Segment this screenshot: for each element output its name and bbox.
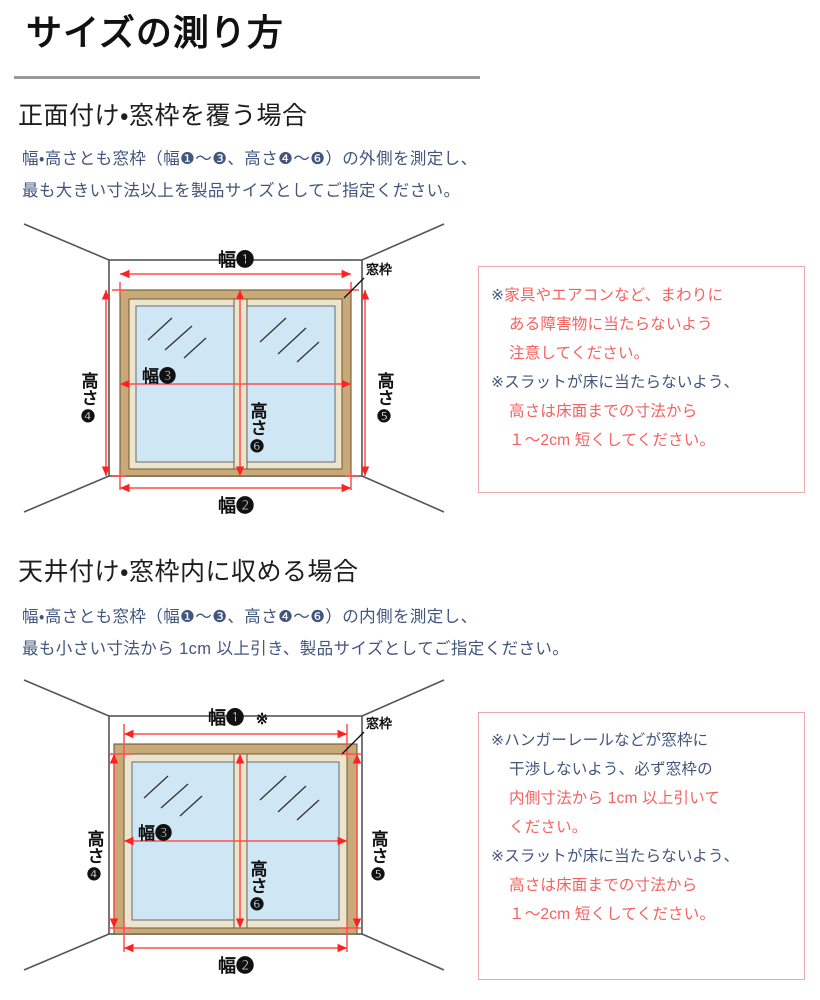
label-height-6-num: ❻ [249, 437, 264, 456]
label-height-6-num: ❻ [249, 895, 264, 914]
note-line: １〜2cm 短くしてください。 [491, 900, 794, 929]
note-line: ください。 [491, 813, 794, 842]
note-text: １〜2cm 短くしてください。 [509, 906, 716, 923]
diagram-inside-mount: 幅❶ ※ 幅❷ 幅❸ 窓枠 高さ ❹ 高さ ❺ 高さ ❻ [14, 678, 474, 1000]
note-line: ※スラットが床に当たらないよう、 [491, 842, 794, 871]
note-line: ※ハンガーレールなどが窓枠に [491, 726, 794, 755]
label-height-4-num: ❹ [80, 407, 95, 426]
note-mark: ※ [491, 374, 505, 391]
note-line: ※スラットが床に当たらないよう、 [491, 368, 794, 397]
frame-leader-line [343, 277, 365, 299]
section-2-heading: 天井付け・窓枠内に収める場合 [18, 558, 359, 586]
label-width-1: 幅❶ [218, 249, 254, 270]
frame-leader-line [341, 731, 365, 755]
note-text: 干渉しないよう、必ず窓枠の [509, 761, 713, 778]
note-line: ある障害物に当たらないよう [491, 310, 794, 339]
dimension-lines [101, 269, 370, 493]
section-1-heading: 正面付け・窓枠を覆う場合 [18, 102, 308, 130]
note-text: 高さは床面までの寸法から [509, 403, 698, 420]
glass-shine [147, 317, 320, 363]
note-line: 高さは床面までの寸法から [491, 397, 794, 426]
note-text: 高さは床面までの寸法から [509, 877, 698, 894]
label-width-1-mark-icon: ※ [256, 711, 269, 728]
section-1-desc-line-2: 最も大きい寸法以上を製品サイズとしてご指定ください。 [22, 182, 461, 200]
note-line: 高さは床面までの寸法から [491, 871, 794, 900]
note-mark: ※ [491, 287, 505, 304]
note-text: 注意してください。 [509, 345, 650, 362]
note-text: スラットが床に当たらないよう、 [504, 848, 740, 865]
note-line: 干渉しないよう、必ず窓枠の [491, 755, 794, 784]
note-line: 内側寸法から 1cm 以上引いて [491, 784, 794, 813]
note-mark: ※ [491, 732, 505, 749]
label-height-4-num: ❹ [86, 865, 101, 884]
note-box-outside-mount: ※家具やエアコンなど、まわりに ある障害物に当たらないよう 注意してください。 … [478, 266, 805, 493]
label-height-4: 高さ [85, 829, 105, 864]
section-1-desc-line-1: 幅・高さとも窓枠（幅❶〜❸、高さ❹〜❻）の外側を測定し、 [22, 150, 478, 168]
section-2-desc-line-1: 幅・高さとも窓枠（幅❶〜❸、高さ❹〜❻）の内側を測定し、 [22, 608, 478, 626]
label-frame: 窓枠 [366, 716, 392, 731]
note-text: 家具やエアコンなど、まわりに [504, 287, 724, 304]
diagram-outside-mount: 幅❶ 幅❷ 幅❸ 窓枠 高さ ❹ 高さ ❺ 高さ ❻ [14, 222, 474, 542]
label-height-5-num: ❺ [370, 865, 385, 884]
note-text: ください。 [509, 819, 588, 836]
note-text: ハンガーレールなどが窓枠に [504, 732, 709, 749]
note-text: スラットが床に当たらないよう、 [504, 374, 740, 391]
label-width-3: 幅❸ [142, 366, 176, 386]
label-height-5: 高さ [369, 829, 389, 864]
note-text: １〜2cm 短くしてください。 [509, 432, 716, 449]
section-2-desc-line-2: 最も小さい寸法から 1cm 以上引き、製品サイズとしてご指定ください。 [22, 640, 570, 658]
note-text: 内側寸法から 1cm 以上引いて [509, 790, 721, 807]
dimension-lines [109, 724, 362, 953]
note-mark: ※ [491, 848, 505, 865]
note-text: ある障害物に当たらないよう [509, 316, 713, 333]
note-box-inside-mount: ※ハンガーレールなどが窓枠に 干渉しないよう、必ず窓枠の 内側寸法から 1cm … [478, 712, 805, 980]
label-height-5: 高さ [375, 371, 395, 406]
label-width-2: 幅❷ [218, 495, 254, 516]
glass-shine [143, 775, 320, 821]
label-width-2: 幅❷ [218, 955, 254, 976]
label-frame: 窓枠 [366, 262, 392, 277]
note-line: 注意してください。 [491, 339, 794, 368]
label-height-6: 高さ [248, 401, 268, 436]
title-divider [14, 76, 480, 79]
label-width-3: 幅❸ [138, 823, 172, 843]
note-line: １〜2cm 短くしてください。 [491, 426, 794, 455]
label-height-5-num: ❺ [376, 407, 391, 426]
label-height-4: 高さ [79, 371, 99, 406]
label-height-6: 高さ [248, 859, 268, 894]
label-width-1: 幅❶ [208, 707, 244, 728]
note-line: ※家具やエアコンなど、まわりに [491, 281, 794, 310]
page-title: サイズの測り方 [26, 12, 284, 53]
